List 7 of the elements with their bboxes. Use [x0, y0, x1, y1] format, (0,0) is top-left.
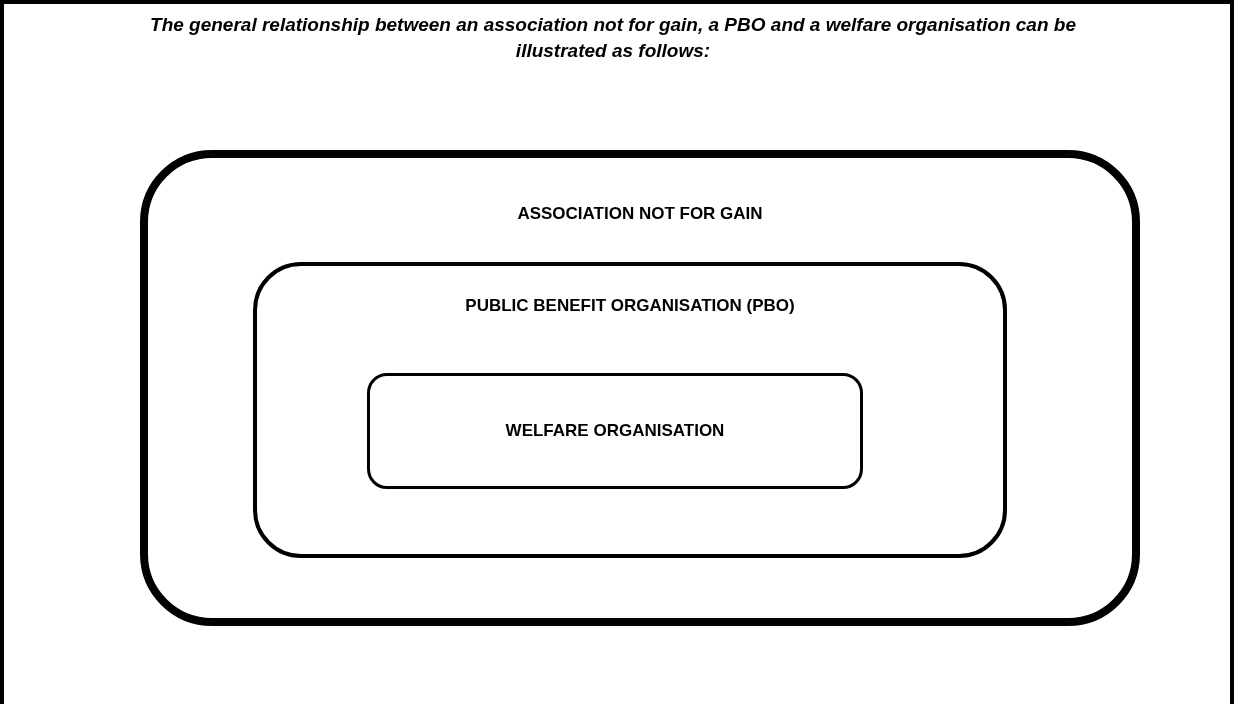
rounded-box — [367, 373, 863, 489]
box-heading: WELFARE ORGANISATION — [505, 421, 725, 441]
box-heading: ASSOCIATION NOT FOR GAIN — [517, 204, 763, 224]
box-heading: PUBLIC BENEFIT ORGANISATION (PBO) — [465, 296, 795, 316]
rounded-box — [140, 150, 1140, 626]
rounded-box — [253, 262, 1007, 558]
title-text: The general relationship between an association not for gain, a PBO and a welfare organisation can be illustrated as follows: — [150, 13, 1076, 63]
